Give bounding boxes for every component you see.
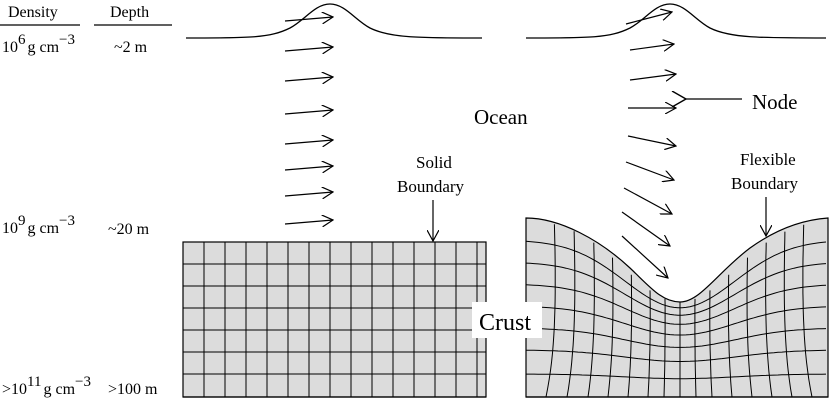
depth-row-2: ~20 m <box>108 221 150 238</box>
right-grid-vcurve <box>607 257 614 398</box>
node-arrow <box>625 161 674 180</box>
left-ocean-surface <box>185 3 483 39</box>
right-grid-vcurve <box>765 242 773 398</box>
left-crust-grid <box>183 242 486 397</box>
depth-row-1: ~2 m <box>114 39 148 56</box>
depth-row-3: >100 m <box>108 381 158 398</box>
right-grid-vcurve <box>783 231 793 398</box>
right-grid-vcurve <box>746 257 753 398</box>
node-arrow <box>284 110 333 114</box>
depth-header: Depth <box>110 4 149 21</box>
node-arrow <box>284 17 333 21</box>
node-arrow <box>284 220 333 224</box>
solid-boundary-label-line2: Boundary <box>397 177 465 196</box>
right-node-arrows <box>621 12 676 278</box>
node-arrow <box>623 187 672 214</box>
node-label: Node <box>752 90 798 114</box>
node-arrow <box>284 77 333 81</box>
right-crust-grid <box>525 224 827 398</box>
node-arrow <box>284 140 333 144</box>
node-arrow <box>625 12 672 25</box>
right-grid-vcurve <box>627 274 633 398</box>
right-grid-vcurve <box>545 224 556 398</box>
right-grid-vcurve <box>694 298 697 398</box>
node-arrow <box>629 44 674 50</box>
solid-boundary-label-line1: Solid <box>416 153 452 172</box>
node-arrow <box>629 74 676 80</box>
node-arrow <box>284 47 333 51</box>
right-grid-hcurve <box>525 240 827 309</box>
right-grid-hcurve <box>525 349 827 362</box>
crust-label: Crust <box>479 310 531 336</box>
right-grid-vcurve <box>647 290 651 398</box>
right-ocean-surface <box>525 3 827 39</box>
node-arrow <box>284 192 333 196</box>
flexible-boundary-label-line2: Boundary <box>731 174 799 193</box>
right-grid-hcurve <box>525 327 827 348</box>
right-grid-hcurve <box>525 284 827 325</box>
right-grid-hcurve <box>525 262 827 316</box>
right-grid-vcurve <box>566 231 576 398</box>
right-grid-hcurve <box>525 306 827 336</box>
right-grid-hcurve <box>526 373 827 380</box>
node-arrow <box>621 235 668 278</box>
node-arrow <box>627 135 676 146</box>
left-node-arrows <box>284 17 333 224</box>
right-grid-vcurve <box>663 298 666 398</box>
right-grid-vcurve <box>802 224 813 398</box>
node-arrow <box>284 166 333 170</box>
right-grid-vcurve <box>709 290 713 398</box>
ocean-label: Ocean <box>474 105 528 129</box>
right-grid-vcurve <box>587 242 595 398</box>
density-header: Density <box>8 4 58 21</box>
right-grid-vcurve <box>727 274 733 398</box>
crust-label-background <box>472 302 542 338</box>
node-arrow <box>621 211 670 246</box>
flexible-boundary-label-line1: Flexible <box>740 150 796 169</box>
